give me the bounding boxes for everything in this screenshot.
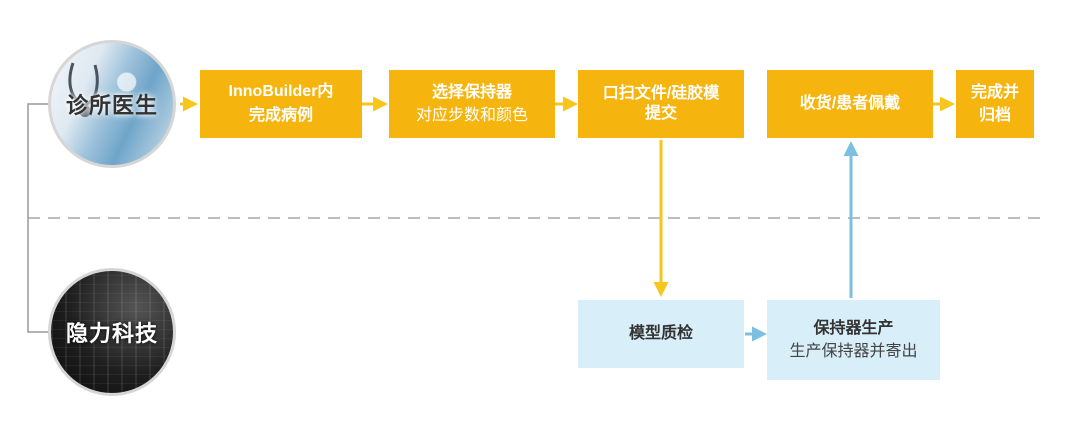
company-label: 隐力科技 <box>65 321 158 346</box>
step-receive-wear: 收货/患者佩戴 <box>767 70 933 138</box>
doctor-avatar: 诊所医生 <box>48 40 176 168</box>
step-complete-archive: 完成并 归档 <box>956 70 1034 138</box>
step-retainer-production: 保持器生产 生产保持器并寄出 <box>767 300 940 380</box>
step-complete-archive-sub: 归档 <box>978 106 1011 124</box>
lane-bracket <box>27 103 54 333</box>
step-submit-scan-title: 口扫文件/硅胶模 <box>602 85 720 102</box>
step-retainer-production-sub: 生产保持器并寄出 <box>789 342 918 360</box>
step-select-retainer: 选择保持器 对应步数和颜色 <box>389 70 555 138</box>
company-avatar: 隐力科技 <box>48 268 176 396</box>
stethoscope-icon <box>68 62 99 117</box>
step-complete-case-sub: 完成病例 <box>248 107 313 124</box>
step-select-retainer-title: 选择保持器 <box>431 83 512 101</box>
step-complete-case-title: InnoBuilder内 <box>228 83 334 100</box>
step-receive-wear-title: 收货/患者佩戴 <box>799 95 901 112</box>
step-submit-scan-sub: 提交 <box>644 105 677 122</box>
step-retainer-production-title: 保持器生产 <box>813 319 894 337</box>
step-submit-scan: 口扫文件/硅胶模 提交 <box>578 70 744 138</box>
step-model-qc: 模型质检 <box>578 300 744 368</box>
step-select-retainer-sub: 对应步数和颜色 <box>415 106 528 124</box>
step-complete-archive-title: 完成并 <box>970 83 1019 101</box>
step-complete-case: InnoBuilder内 完成病例 <box>200 70 362 138</box>
step-model-qc-title: 模型质检 <box>628 325 693 342</box>
doctor-label: 诊所医生 <box>65 93 158 118</box>
